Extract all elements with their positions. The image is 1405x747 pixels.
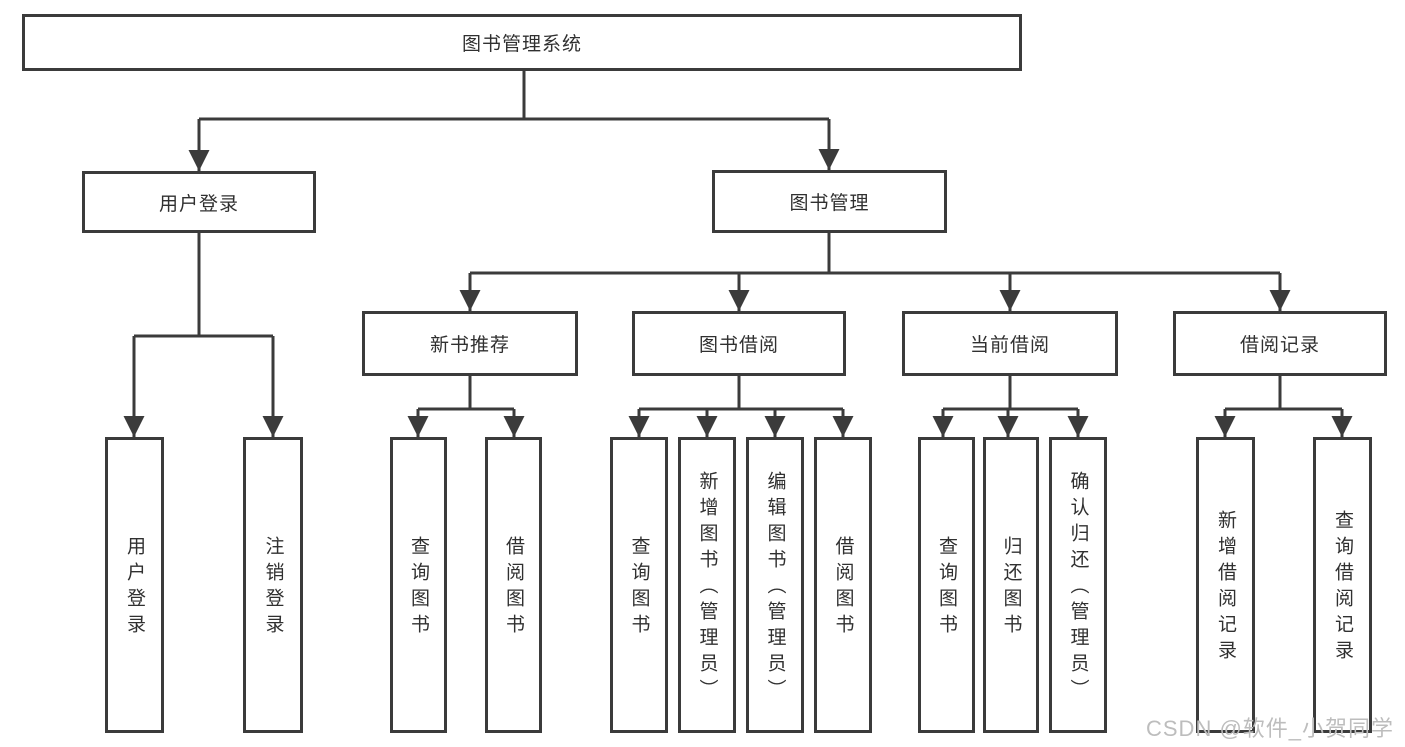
node-new-book-recommend: 新书推荐 (362, 311, 578, 376)
leaf-borrowing-borrow-books: 借阅图书 (814, 437, 872, 733)
leaf-newrec-borrow-books: 借阅图书 (485, 437, 542, 733)
leaf-current-return-books: 归还图书 (983, 437, 1039, 733)
node-book-borrowing: 图书借阅 (632, 311, 846, 376)
node-current-borrowing: 当前借阅 (902, 311, 1118, 376)
connector-bookmgmt-to-level3 (459, 233, 1291, 311)
leaf-current-query-books: 查询图书 (918, 437, 975, 733)
leaf-current-confirm-return-admin: 确认归还（管理员） (1049, 437, 1107, 733)
leaf-records-query-record: 查询借阅记录 (1313, 437, 1372, 733)
leaf-user-login: 用户登录 (105, 437, 164, 733)
leaf-borrowing-query-books: 查询图书 (610, 437, 668, 733)
connector-records-to-leaves (1214, 376, 1353, 437)
csdn-watermark: CSDN @软件_小贺同学 (1146, 716, 1395, 741)
node-book-management: 图书管理 (712, 170, 947, 233)
leaf-newrec-query-books: 查询图书 (390, 437, 447, 733)
connector-newrec-to-leaves (407, 376, 525, 437)
leaf-records-add-record: 新增借阅记录 (1196, 437, 1255, 733)
leaf-borrowing-add-books-admin: 新增图书（管理员） (678, 437, 736, 733)
connector-current-to-leaves (932, 376, 1089, 437)
leaf-borrowing-edit-books-admin: 编辑图书（管理员） (746, 437, 804, 733)
leaf-logout: 注销登录 (243, 437, 303, 733)
node-root: 图书管理系统 (22, 14, 1022, 71)
connector-root-to-level2 (188, 70, 840, 171)
node-borrowing-records: 借阅记录 (1173, 311, 1387, 376)
node-user-login: 用户登录 (82, 171, 316, 233)
connector-userlogin-to-leaves (123, 233, 284, 437)
connector-borrowing-to-leaves (628, 376, 854, 437)
